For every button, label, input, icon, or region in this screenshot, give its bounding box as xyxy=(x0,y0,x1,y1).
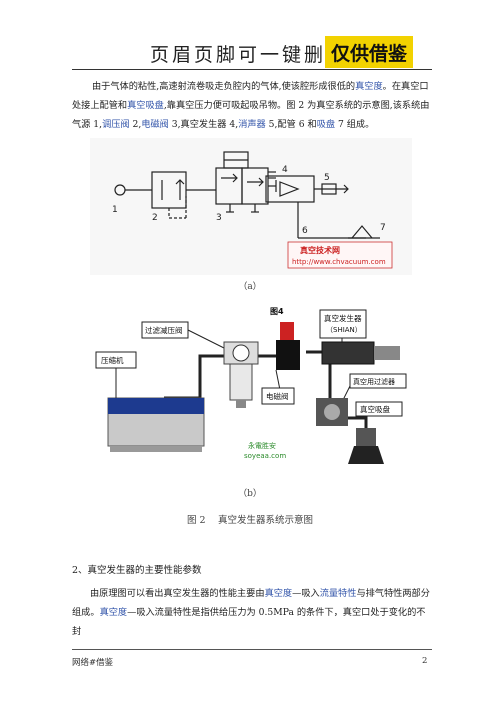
header-divider xyxy=(72,69,432,70)
link-vacuum-cup[interactable]: 真空吸盘 xyxy=(127,100,164,111)
watermark-b2: soyeaa.com xyxy=(244,452,286,460)
header-title: 页眉页脚可一键删除 xyxy=(150,44,349,66)
label-solenoid: 电磁阀 xyxy=(266,391,289,401)
page-number: 2 xyxy=(422,656,428,666)
header-badge: 仅供借鉴 xyxy=(325,36,413,68)
caption-a: （a） xyxy=(238,282,262,292)
link-vacuum-degree-3[interactable]: 真空度 xyxy=(99,607,128,618)
figure-title: 图 2 真空发生器系统示意图 xyxy=(186,515,314,526)
section-heading: 2、真空发生器的主要性能参数 xyxy=(72,565,202,576)
footer-divider xyxy=(72,649,432,650)
body-paragraph: 由原理图可以看出真空发生器的性能主要由真空度—吸入流量特性与排气特性两部分组成。… xyxy=(72,588,430,637)
watermark-b1: 永電胜安 xyxy=(248,441,276,450)
label-compressor: 压缩机 xyxy=(101,355,124,365)
label-vacuum-filter: 真空用过滤器 xyxy=(353,377,395,386)
intro-paragraph: 由于气体的粘性,高速射流卷吸走负腔内的气体,使该腔形成很低的真空度。在真空口处接… xyxy=(72,81,430,130)
link-vacuum-degree[interactable]: 真空度 xyxy=(355,81,383,92)
link-solenoid-valve[interactable]: 电磁阀 xyxy=(141,119,169,130)
link-vacuum-degree-2[interactable]: 真空度 xyxy=(264,588,293,599)
link-suction-cup[interactable]: 吸盘 xyxy=(316,119,336,130)
label-7: 7 xyxy=(380,223,386,233)
watermark-url: http://www.chvacuum.com xyxy=(292,258,386,266)
link-pressure-valve[interactable]: 调压阀 xyxy=(102,119,130,130)
label-1: 1 xyxy=(112,205,118,215)
label-4: 4 xyxy=(282,165,288,175)
label-suction-cup: 真空吸盘 xyxy=(360,404,390,414)
label-fig4: 图4 xyxy=(270,307,284,316)
label-generator: 真空发生器 xyxy=(324,313,362,323)
label-3: 3 xyxy=(216,213,222,223)
watermark-label: 真空技术网 xyxy=(300,245,340,255)
label-shian: （SHIAN） xyxy=(326,326,362,334)
caption-b: （b） xyxy=(238,489,262,499)
label-filter-valve: 过滤减压阀 xyxy=(145,325,183,335)
figure-a-schematic: 1 2 3 4 5 6 7 真空技术网 http://www.chvacuum.… xyxy=(90,138,412,275)
label-2: 2 xyxy=(152,213,158,223)
link-silencer[interactable]: 消声器 xyxy=(238,119,266,130)
footer-text: 网络#借鉴 xyxy=(72,658,114,668)
link-flow-characteristic[interactable]: 流量特性 xyxy=(319,588,357,599)
figure-b-diagram: 压缩机 过滤减压阀 图4 电磁阀 真空发生器 （SHIAN） 真空用过滤器 真空… xyxy=(80,302,420,482)
label-5: 5 xyxy=(324,173,330,183)
label-6: 6 xyxy=(302,226,308,236)
